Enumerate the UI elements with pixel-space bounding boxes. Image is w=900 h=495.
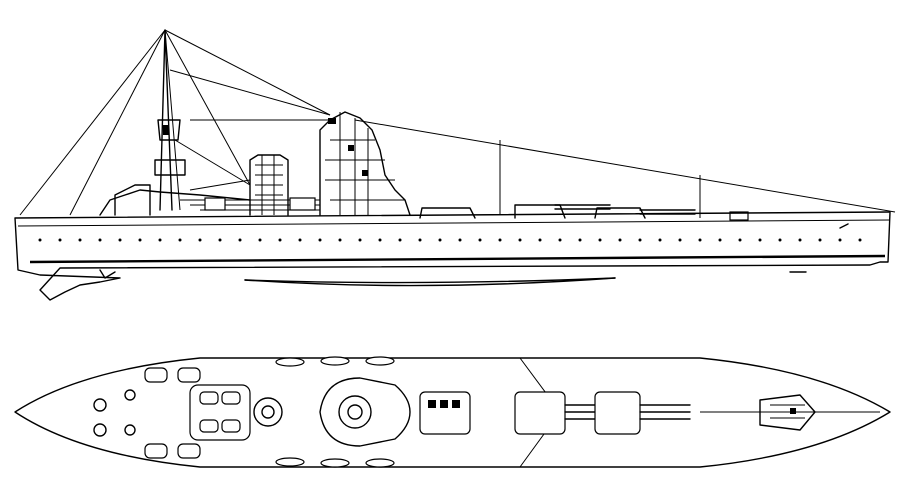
hull-side bbox=[14, 211, 891, 301]
turret-a bbox=[419, 391, 471, 435]
main-mast bbox=[154, 29, 186, 211]
boats bbox=[275, 356, 395, 468]
forward-turrets-side bbox=[419, 204, 749, 221]
side-elevation-view bbox=[14, 29, 896, 301]
deck-plan-view bbox=[14, 356, 891, 468]
bow-fittings bbox=[759, 394, 816, 431]
boat-deck bbox=[189, 384, 283, 441]
bridge-tower bbox=[319, 111, 411, 216]
portholes bbox=[38, 238, 862, 242]
turret-c bbox=[594, 391, 691, 435]
aft-deck-fittings bbox=[93, 367, 201, 459]
rigging-lines bbox=[19, 29, 896, 218]
bridge-plan bbox=[319, 377, 411, 447]
deck-outline bbox=[14, 357, 891, 468]
aft-superstructure bbox=[99, 184, 320, 216]
turret-b bbox=[514, 391, 601, 435]
funnel bbox=[249, 154, 289, 216]
